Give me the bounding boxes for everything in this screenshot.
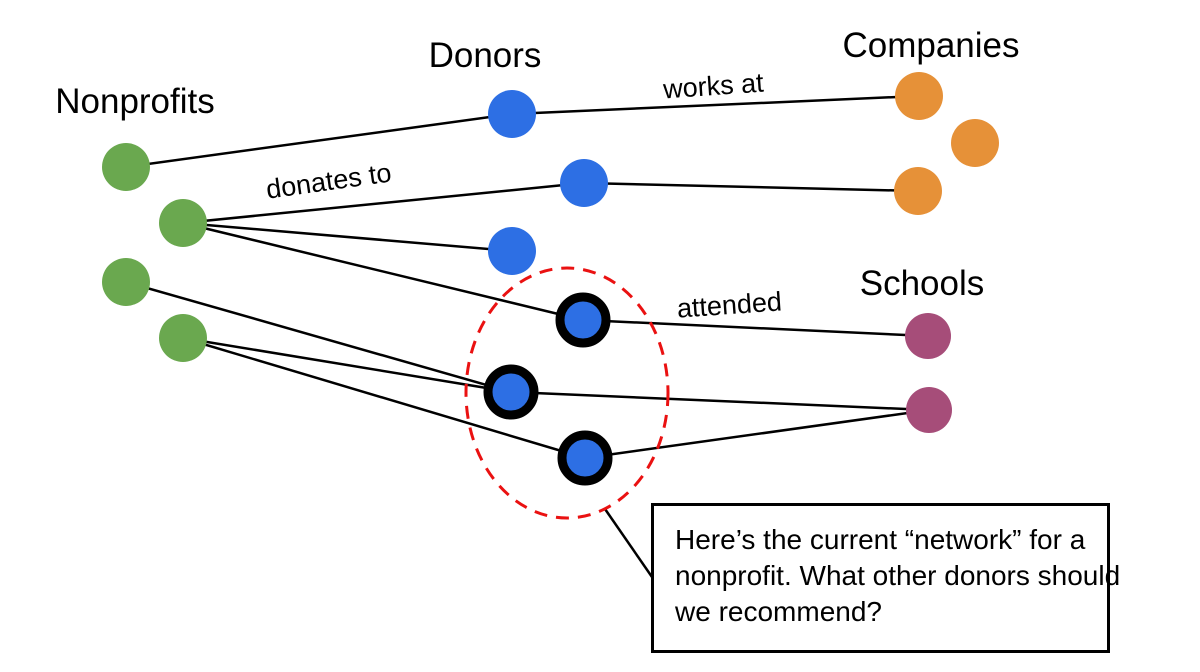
- school-node: [906, 387, 952, 433]
- donors-group-label: Donors: [429, 36, 542, 75]
- callout-text-line: Here’s the current “network” for a: [675, 524, 1086, 555]
- edge-donor5-school2: [510, 390, 930, 412]
- edge-nonprofit4-donor6: [182, 336, 586, 460]
- company-node: [894, 167, 942, 215]
- companies-group-label: Companies: [842, 26, 1019, 65]
- nonprofit-node: [159, 314, 207, 362]
- callout-box: Here’s the current “network” for a nonpr…: [651, 503, 1121, 653]
- edge-layer: [125, 94, 930, 578]
- highlight-ellipse: [464, 266, 670, 520]
- works-at-edge-label: works at: [661, 68, 765, 105]
- nonprofit-nodes: [102, 143, 207, 362]
- donor-node: [488, 90, 536, 138]
- company-node: [895, 72, 943, 120]
- donates-to-edge-label: donates to: [264, 157, 393, 204]
- donor-node: [488, 227, 536, 275]
- donor-node-highlighted: [557, 430, 613, 486]
- edge-nonprofit3-donor5: [125, 280, 512, 394]
- callout-text-line: nonprofit. What other donors should: [675, 560, 1121, 591]
- nonprofits-group-label: Nonprofits: [55, 82, 215, 121]
- edge-nonprofit4-donor5: [182, 336, 512, 394]
- donor-nodes: [483, 90, 613, 486]
- callout-text-line: we recommend?: [675, 596, 882, 627]
- edge-nonprofit2-donor2-donates-to: [182, 181, 585, 225]
- edge-nonprofit1-donor1: [125, 112, 513, 169]
- edge-donor4-school1-attended: [582, 318, 929, 338]
- nonprofit-node: [102, 143, 150, 191]
- nonprofit-node: [102, 258, 150, 306]
- attended-edge-label: attended: [676, 286, 783, 323]
- school-node: [905, 313, 951, 359]
- donor-node-highlighted: [483, 364, 539, 420]
- schools-group-label: Schools: [860, 264, 985, 303]
- edge-donor1-company1-works-at: [511, 94, 920, 116]
- edge-donor6-school2: [584, 408, 930, 460]
- donor-node-highlighted: [555, 292, 611, 348]
- callout-leader-line: [603, 508, 654, 578]
- company-nodes: [894, 72, 999, 215]
- edge-nonprofit2-donor4: [182, 221, 584, 322]
- donor-node: [560, 159, 608, 207]
- nonprofit-node: [159, 199, 207, 247]
- school-nodes: [905, 313, 952, 433]
- company-node: [951, 119, 999, 167]
- edge-nonprofit2-donor3: [182, 221, 513, 253]
- edge-donor2-company3: [583, 181, 919, 193]
